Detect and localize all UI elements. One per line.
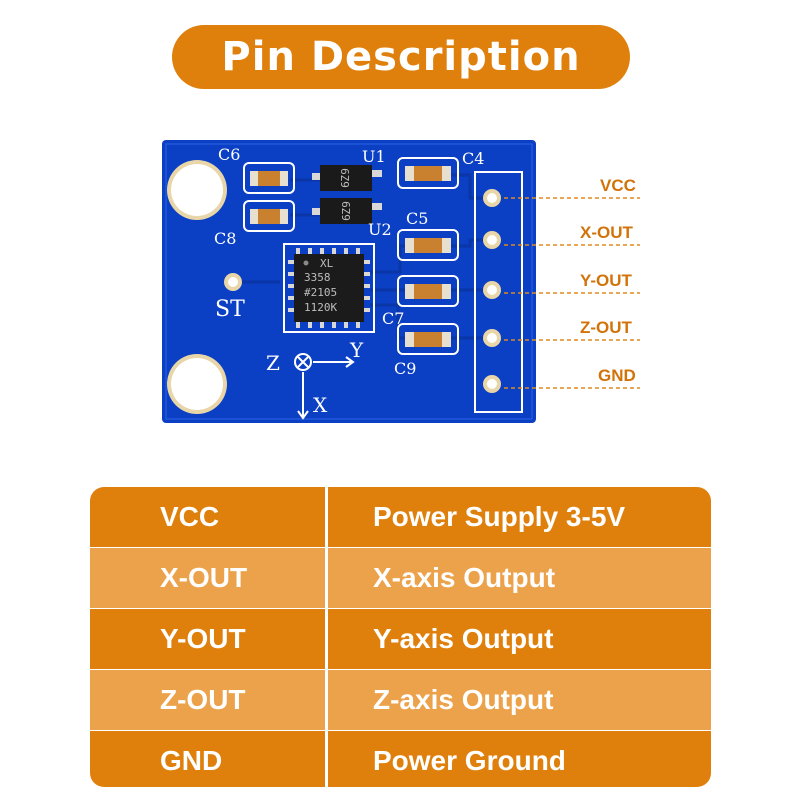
u1-marking: 6Z9 — [338, 168, 351, 188]
z-axis-icon — [294, 353, 312, 371]
capacitor-c5 — [397, 229, 459, 261]
pin-label-gnd: GND — [598, 366, 636, 385]
table-row: Y-OUT Y-axis Output — [90, 609, 711, 669]
pin-table: VCC Power Supply 3-5V X-OUT X-axis Outpu… — [90, 487, 711, 787]
pin-description-cell: Power Ground — [325, 731, 711, 787]
chip-marking-line4: 1120K — [304, 301, 337, 314]
pin-description-cell: Y-axis Output — [325, 609, 711, 669]
pcb-diagram: 6Z9 6Z9 — [162, 140, 640, 423]
capacitor-c6 — [243, 162, 295, 194]
table-row: X-OUT X-axis Output — [90, 548, 711, 608]
main-chip: XL 3358 #2105 1120K — [283, 243, 375, 333]
capacitor-c9 — [397, 323, 459, 355]
table-row: VCC Power Supply 3-5V — [90, 487, 711, 547]
pin-label-zout: Z-OUT — [580, 318, 632, 337]
capacitor-c7 — [397, 275, 459, 307]
pin-name-cell: VCC — [160, 501, 220, 532]
axis-indicator — [294, 353, 355, 420]
silk-st: ST — [215, 297, 245, 322]
silk-c5: C5 — [406, 209, 428, 228]
chip-marking-line3: #2105 — [304, 286, 337, 299]
pin-header — [474, 171, 523, 413]
silk-u1: U1 — [362, 147, 386, 166]
silk-c9: C9 — [394, 359, 416, 378]
silk-z: Z — [266, 351, 280, 375]
table-row: GND Power Ground — [90, 731, 711, 787]
pin-label-vcc: VCC — [600, 176, 636, 195]
pin-name-cell: X-OUT — [160, 562, 248, 593]
page-title: Pin Description — [221, 34, 581, 80]
pin-label-xout: X-OUT — [580, 223, 633, 242]
silk-x: X — [313, 393, 328, 417]
table-row: Z-OUT Z-axis Output — [90, 670, 711, 730]
u2-marking: 6Z9 — [339, 201, 352, 221]
chip-marking-line2: 3358 — [304, 271, 331, 284]
silk-c7: C7 — [382, 309, 404, 328]
silk-c8: C8 — [214, 229, 236, 248]
ic-u1: 6Z9 — [312, 165, 382, 191]
title-banner: Pin Description — [172, 25, 630, 89]
pin-label-yout: Y-OUT — [580, 271, 632, 290]
pin-description-cell: Power Supply 3-5V — [325, 487, 711, 547]
silk-y: Y — [349, 338, 364, 362]
pin-description-cell: Z-axis Output — [325, 670, 711, 730]
capacitor-c4 — [397, 157, 459, 189]
capacitor-c8 — [243, 200, 295, 232]
chip-marking-line1: XL — [320, 257, 334, 270]
pin-name-cell: Y-OUT — [160, 623, 246, 654]
pin-leader-lines — [504, 197, 640, 389]
pin-description-cell: X-axis Output — [325, 548, 711, 608]
silk-u2: U2 — [368, 220, 392, 239]
header-pins — [483, 189, 501, 393]
silk-c4: C4 — [462, 149, 484, 168]
silk-c6: C6 — [218, 145, 240, 164]
pin-name-cell: Z-OUT — [160, 684, 246, 715]
ic-u2: 6Z9 — [312, 198, 382, 224]
pin-name-cell: GND — [160, 745, 223, 776]
